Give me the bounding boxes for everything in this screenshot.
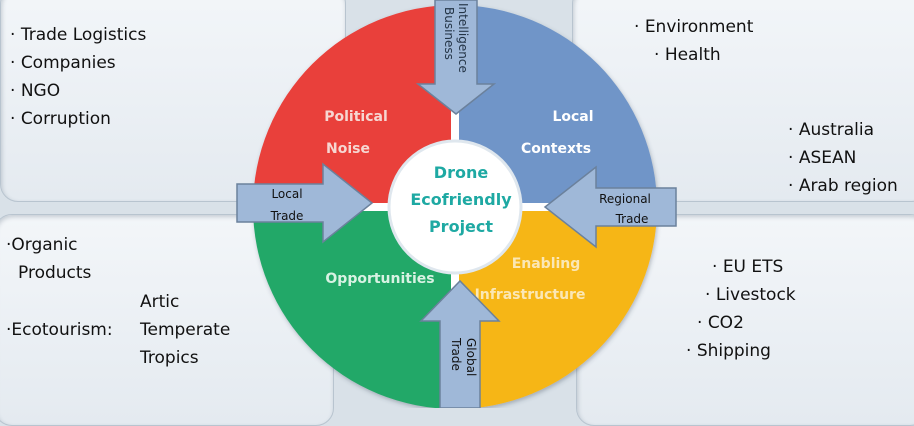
br-item-co2: · CO2 [697,313,744,333]
bl-climate-artic: Artic [140,292,180,312]
tr-item-asean: · ASEAN [788,148,857,168]
tr-item-environment: · Environment [634,17,754,37]
political-label-line2: Noise [326,141,370,157]
quadrant-enabling-infrastructure [455,207,657,408]
arrow-top-label-line2: Intelligence [456,3,470,73]
arrow-left-label-line1: Local [271,187,302,201]
bl-climate-tropics: Tropics [140,348,199,368]
arrow-right-label-line2: Trade [615,212,649,226]
br-item-livestock: · Livestock [705,285,796,305]
center-title-line3: Project [429,217,493,236]
tl-item-companies: · Companies [10,53,116,73]
arrow-top-label-line1: Business [442,7,456,60]
quadrant-opportunities [253,207,455,408]
political-label-line1: Political [324,109,388,125]
bl-item-ecotourism: ·Ecotourism: [6,320,113,340]
arrow-bottom-label-line2: Trade [449,337,463,371]
center-title-line1: Drone [434,163,489,182]
tl-item-ngo: · NGO [10,81,61,101]
arrow-right-label-line1: Regional [599,192,651,206]
arrow-bottom-label-line1: Global [464,338,478,376]
br-item-shipping: · Shipping [686,341,771,361]
opportunities-label: Opportunities [325,271,434,287]
arrow-global-trade [419,279,501,408]
center-title-line2: Ecofriendly [410,190,512,209]
arrow-left-label-line2: Trade [270,209,304,223]
bl-climate-temperate: Temperate [140,320,231,340]
enabling-label-line1: Enabling [512,256,581,272]
local-contexts-label-line1: Local [552,109,593,125]
tl-item-corruption: · Corruption [10,109,111,129]
br-item-eu-ets: · EU ETS [712,257,784,277]
tr-item-health: · Health [654,45,721,65]
tl-item-trade-logistics: · Trade Logistics [10,25,147,45]
quadrant-local-contexts [455,5,657,207]
bl-item-products: Products [18,263,92,283]
arrow-business-intelligence [415,0,497,115]
center-circle [387,139,523,275]
tr-item-australia: · Australia [788,120,875,140]
enabling-label-line2: Infrastructure [475,287,586,303]
arrow-regional-trade [543,165,677,249]
local-contexts-label-line2: Contexts [521,141,591,157]
quadrant-political-noise [253,5,455,207]
bl-item-organic: ·Organic [6,235,78,255]
cycle-wheel: Drone Ecofriendly Project Political Nois… [236,0,677,408]
arrow-local-trade [236,162,374,244]
tr-item-arab-region: · Arab region [788,176,898,196]
